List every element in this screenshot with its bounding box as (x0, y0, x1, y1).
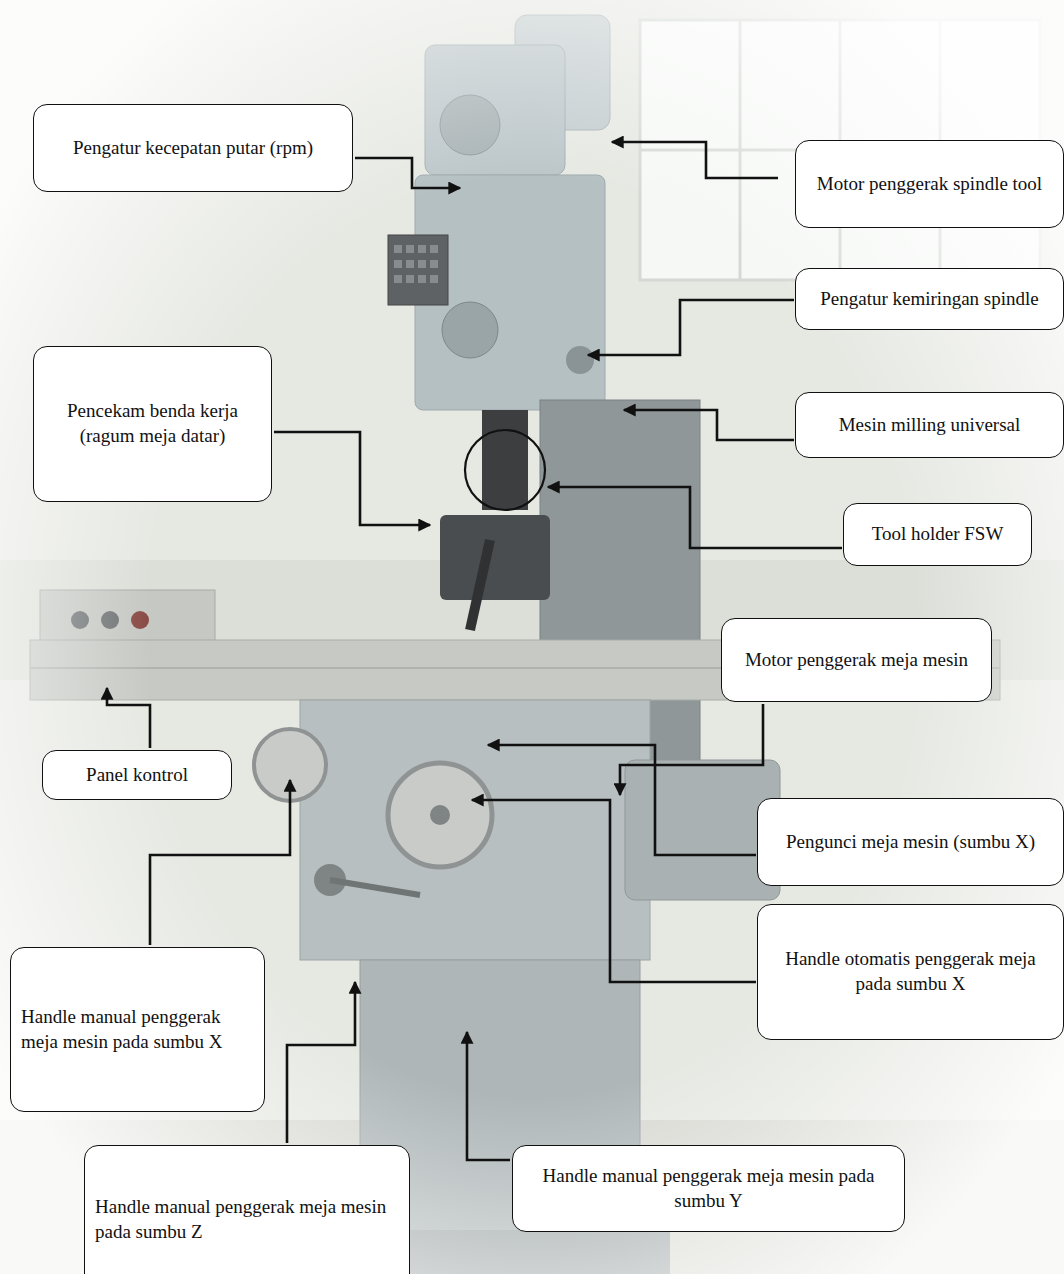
callout-box: Pengatur kecepatan putar (rpm) (33, 104, 353, 192)
callout-label: Pengunci meja mesin (sumbu X) (768, 830, 1053, 855)
callout-text-group: Handle otomatis penggerak meja pada sumb… (768, 947, 1053, 996)
callout-box: Tool holder FSW (843, 503, 1032, 566)
callout-box: Handle manual penggerak meja mesin pada … (84, 1145, 410, 1274)
callout-text-group: Handle manual penggerak meja mesin pada … (523, 1164, 894, 1213)
callout-label: Handle manual penggerak meja mesin pada … (95, 1195, 399, 1244)
callout-text-group: Pengunci meja mesin (sumbu X) (768, 830, 1053, 855)
callout-box: Panel kontrol (42, 750, 232, 800)
callout-box: Motor penggerak meja mesin (721, 618, 992, 702)
callout-label: Handle manual penggerak meja mesin pada … (523, 1164, 894, 1213)
callout-text-group: Motor penggerak spindle tool (806, 172, 1053, 197)
callout-text-group: Handle manual penggerak meja mesin pada … (21, 1005, 254, 1054)
callout-box: Motor penggerak spindle tool (795, 140, 1064, 228)
callout-label: Pengatur kemiringan spindle (806, 287, 1053, 312)
leader-line (620, 704, 763, 795)
callout-label: Panel kontrol (53, 763, 221, 788)
callout-text-group: Handle manual penggerak meja mesin pada … (95, 1195, 399, 1244)
callout-label: Pencekam benda kerja (ragum meja datar) (44, 399, 261, 448)
callout-label: Pengatur kecepatan putar (rpm) (44, 136, 342, 161)
leader-line (150, 780, 290, 945)
callout-box: Handle manual penggerak meja mesin pada … (512, 1145, 905, 1232)
leader-line (588, 300, 794, 355)
callout-text-group: Panel kontrol (53, 763, 221, 788)
leader-line (548, 487, 842, 548)
callout-box: Pengatur kemiringan spindle (795, 268, 1064, 330)
callout-text-group: Mesin milling universal (806, 413, 1053, 438)
callout-box: Pengunci meja mesin (sumbu X) (757, 798, 1064, 886)
callout-label: Handle otomatis penggerak meja pada sumb… (768, 947, 1053, 996)
callout-box: Pencekam benda kerja (ragum meja datar) (33, 346, 272, 502)
leader-line (624, 410, 794, 440)
leader-line (355, 158, 460, 188)
leader-line (467, 1032, 510, 1160)
callout-text-group: Tool holder FSW (854, 522, 1021, 547)
callout-label: Motor penggerak meja mesin (732, 648, 981, 673)
callout-box: Handle manual penggerak meja mesin pada … (10, 947, 265, 1112)
callout-box: Handle otomatis penggerak meja pada sumb… (757, 904, 1064, 1040)
leader-line (287, 982, 355, 1143)
callout-text-group: Pengatur kecepatan putar (rpm) (44, 136, 342, 161)
callout-box: Mesin milling universal (795, 392, 1064, 458)
callout-label: Mesin milling universal (806, 413, 1053, 438)
callout-label: Tool holder FSW (854, 522, 1021, 547)
leader-line (472, 800, 756, 982)
leader-line (274, 432, 430, 525)
leader-line (612, 142, 778, 178)
callout-text-group: Pengatur kemiringan spindle (806, 287, 1053, 312)
leader-line (107, 688, 150, 748)
callout-label: Handle manual penggerak meja mesin pada … (21, 1005, 254, 1054)
callout-text-group: Motor penggerak meja mesin (732, 648, 981, 673)
callout-label: Motor penggerak spindle tool (806, 172, 1053, 197)
callout-text-group: Pencekam benda kerja (ragum meja datar) (44, 399, 261, 448)
